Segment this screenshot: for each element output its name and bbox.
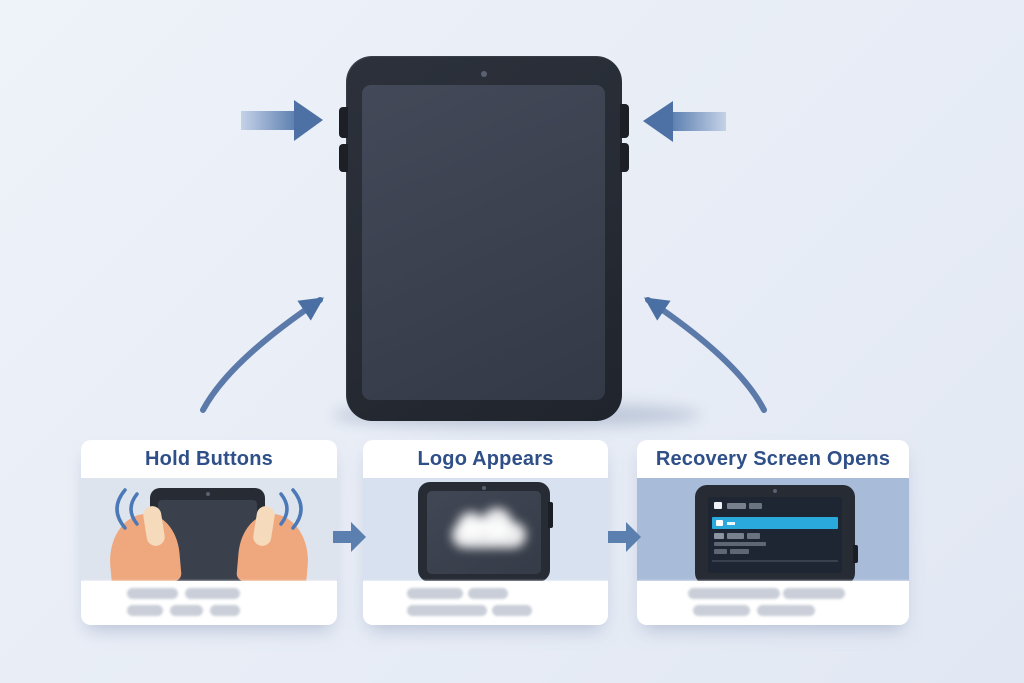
arrow-shaft — [672, 112, 726, 131]
step-card-hold-buttons: Hold Buttons — [81, 440, 337, 625]
step-title: Logo Appears — [417, 447, 554, 470]
placeholder-text-line — [407, 588, 463, 599]
step-card-logo-appears: Logo Appears — [363, 440, 608, 625]
placeholder-text-block — [363, 581, 608, 625]
right-side-button-top — [620, 104, 629, 138]
recovery-menu-divider — [712, 560, 838, 562]
placeholder-text-line — [127, 605, 163, 616]
mini-tablet — [695, 485, 858, 581]
placeholder-text-line — [210, 605, 240, 616]
tablet-screen — [362, 85, 605, 400]
camera-dot-icon — [481, 71, 487, 77]
camera-dot-icon — [773, 489, 777, 493]
placeholder-text-line — [492, 605, 532, 616]
placeholder-text-block — [637, 581, 909, 625]
step-title: Hold Buttons — [145, 447, 273, 470]
camera-dot-icon — [482, 486, 486, 490]
arrow-head — [294, 100, 323, 141]
recovery-menu-row — [708, 533, 842, 540]
placeholder-text-line — [688, 588, 780, 599]
arrow-head — [643, 101, 673, 142]
step-arrow-icon — [333, 522, 366, 552]
recovery-menu-row — [714, 542, 766, 546]
placeholder-text-line — [170, 605, 203, 616]
step-illustration-hold-buttons — [81, 478, 337, 581]
camera-dot-icon — [205, 492, 210, 496]
recovery-menu-row — [708, 549, 842, 555]
press-arrow-right-icon — [643, 101, 726, 142]
placeholder-text-line — [468, 588, 508, 599]
curved-arrow-left-icon — [200, 297, 324, 413]
step-card-recovery-screen: Recovery Screen Opens — [637, 440, 909, 625]
recovery-menu-screen — [708, 497, 842, 573]
placeholder-text-block — [81, 581, 337, 625]
vibration-arcs-icon — [115, 488, 303, 530]
side-button — [548, 502, 553, 528]
step-illustration-logo-appears — [363, 478, 608, 581]
right-side-button-bottom — [620, 143, 629, 172]
mini-tablet — [418, 482, 553, 581]
left-side-button-top — [339, 107, 348, 138]
step-arrow-icon — [608, 522, 641, 552]
recovery-menu-row — [708, 502, 842, 510]
side-button — [853, 545, 858, 563]
step-title: Recovery Screen Opens — [655, 447, 891, 470]
press-arrow-left-icon — [241, 100, 323, 141]
curved-arrow-right-icon — [644, 297, 767, 413]
placeholder-text-line — [127, 588, 178, 599]
arrow-shaft — [241, 111, 295, 130]
placeholder-text-line — [185, 588, 240, 599]
main-tablet — [339, 56, 629, 421]
step-illustration-recovery-screen — [637, 478, 909, 581]
blurred-boot-logo — [418, 482, 550, 581]
placeholder-text-line — [757, 605, 815, 616]
recovery-menu-selected-row — [712, 517, 838, 529]
placeholder-text-line — [783, 588, 845, 599]
left-side-button-bottom — [339, 144, 348, 172]
placeholder-text-line — [407, 605, 487, 616]
placeholder-text-line — [693, 605, 750, 616]
